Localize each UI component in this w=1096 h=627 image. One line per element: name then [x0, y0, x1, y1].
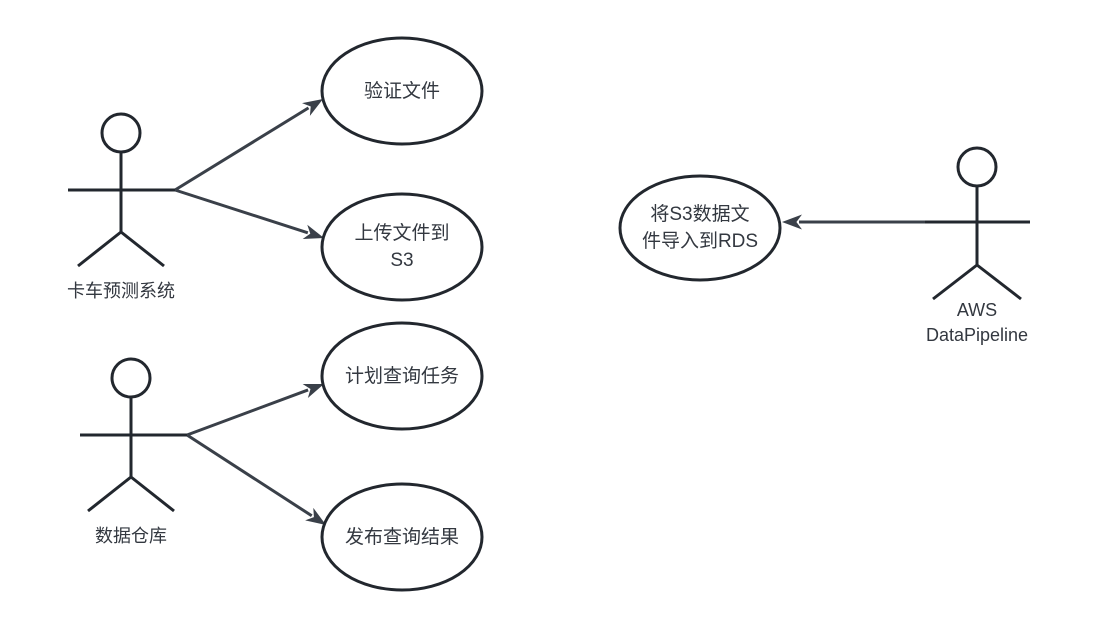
- arrow-head-icon: [302, 99, 323, 116]
- actors-layer: 卡车预测系统 数据仓库 AWS DataPipeline: [67, 112, 1030, 546]
- actor-aws-datapipeline[interactable]: AWS DataPipeline: [925, 146, 1030, 345]
- association-truck-to-upload-file[interactable]: [174, 188, 324, 240]
- actor-left-leg-line: [77, 230, 122, 268]
- use-case-ellipse: [320, 321, 484, 431]
- association-line: [186, 388, 309, 437]
- actor-label-line1: 数据仓库: [95, 526, 167, 546]
- actor-label-line2: DataPipeline: [926, 325, 1028, 345]
- actor-head-icon: [100, 112, 142, 154]
- use-case-schedule-query-task[interactable]: 计划查询任务: [320, 321, 484, 431]
- actor-head-icon: [956, 146, 998, 188]
- association-line: [186, 433, 313, 518]
- use-case-ellipse: [320, 36, 484, 146]
- use-case-label-line1: 上传文件到: [354, 222, 449, 244]
- associations-layer: [174, 99, 925, 525]
- use-case-import-s3-data-to-rds[interactable]: 将S3数据文 件导入到RDS: [618, 174, 782, 282]
- association-warehouse-to-publish-results[interactable]: [186, 433, 326, 525]
- use-case-publish-query-results[interactable]: 发布查询结果: [320, 482, 484, 592]
- arrow-head-icon: [782, 214, 802, 230]
- use-case-label-line2: S3: [390, 250, 413, 271]
- actor-label-line1: AWS: [957, 300, 997, 320]
- association-pipeline-to-import-s3-rds[interactable]: [782, 214, 925, 230]
- use-case-ellipse: [618, 174, 782, 282]
- actor-left-leg-line: [932, 263, 978, 301]
- use-case-ellipse: [320, 482, 484, 592]
- use-case-label-line1: 将S3数据文: [650, 203, 749, 225]
- use-case-label-line1: 发布查询结果: [345, 526, 459, 548]
- association-warehouse-to-schedule-query[interactable]: [186, 383, 324, 437]
- actor-right-leg-line: [976, 263, 1022, 301]
- use-case-ellipse: [320, 192, 484, 302]
- use-case-label-line2: 件导入到RDS: [642, 230, 758, 252]
- actor-left-leg-line: [87, 475, 132, 513]
- use-case-label-line1: 计划查询任务: [345, 365, 459, 387]
- association-line: [174, 188, 309, 235]
- arrow-head-icon: [302, 224, 324, 240]
- use-case-upload-file-to-s3[interactable]: 上传文件到 S3: [320, 192, 484, 302]
- actor-right-leg-line: [120, 230, 165, 268]
- actor-head-icon: [110, 357, 152, 399]
- arrow-head-icon: [305, 507, 326, 525]
- use-case-label-line1: 验证文件: [364, 80, 440, 102]
- use-case-validate-file[interactable]: 验证文件: [320, 36, 484, 146]
- actor-truck-prediction-system[interactable]: 卡车预测系统: [67, 112, 175, 301]
- actor-data-warehouse[interactable]: 数据仓库: [80, 357, 187, 546]
- actor-right-leg-line: [130, 475, 175, 513]
- use-cases-layer: 验证文件 上传文件到 S3 计划查询任务 发布查询结果 将S3数据文: [320, 36, 782, 592]
- association-line: [174, 106, 310, 192]
- actor-label-line1: 卡车预测系统: [67, 281, 175, 301]
- association-truck-to-validate-file[interactable]: [174, 99, 323, 192]
- arrow-head-icon: [302, 383, 324, 399]
